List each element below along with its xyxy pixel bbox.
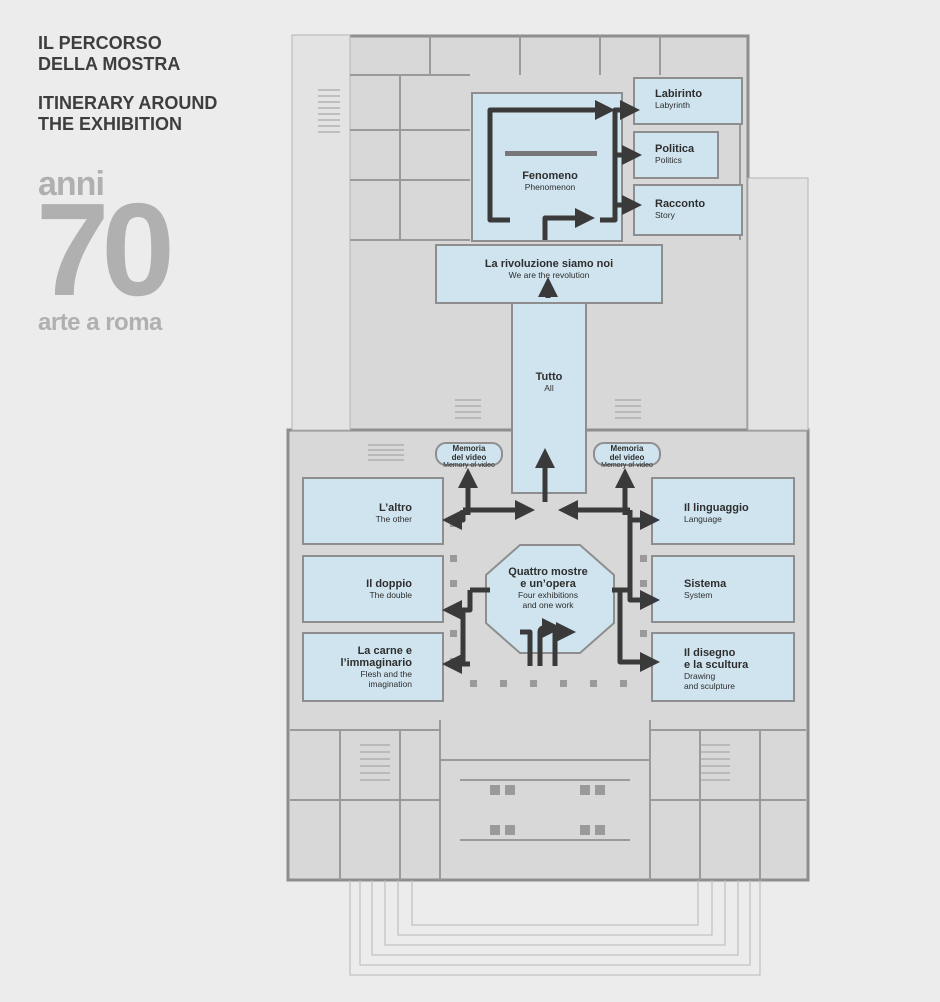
room-memoria-left	[435, 442, 503, 466]
room-sistema	[651, 555, 795, 623]
logo-number: 70	[36, 176, 175, 323]
title-italian: IL PERCORSO DELLA MOSTRA	[38, 33, 181, 74]
room-memoria-right	[593, 442, 661, 466]
room-doppio	[302, 555, 444, 623]
columns	[450, 520, 647, 835]
title-english: ITINERARY AROUND THE EXHIBITION	[38, 93, 218, 134]
room-carne	[302, 632, 444, 702]
room-disegno	[651, 632, 795, 702]
interior-walls	[290, 36, 806, 880]
room-politica	[633, 131, 719, 179]
room-linguaggio	[651, 477, 795, 545]
room-labirinto	[633, 77, 743, 125]
room-racconto	[633, 184, 743, 236]
logo-top-text: anni	[38, 165, 105, 203]
stairs	[318, 89, 730, 781]
fenomeno-divider	[505, 151, 597, 156]
entrance-steps	[349, 880, 761, 976]
room-tutto	[511, 302, 587, 494]
logo-bottom-text: arte a roma	[38, 309, 162, 336]
route-arrows	[442, 100, 660, 674]
